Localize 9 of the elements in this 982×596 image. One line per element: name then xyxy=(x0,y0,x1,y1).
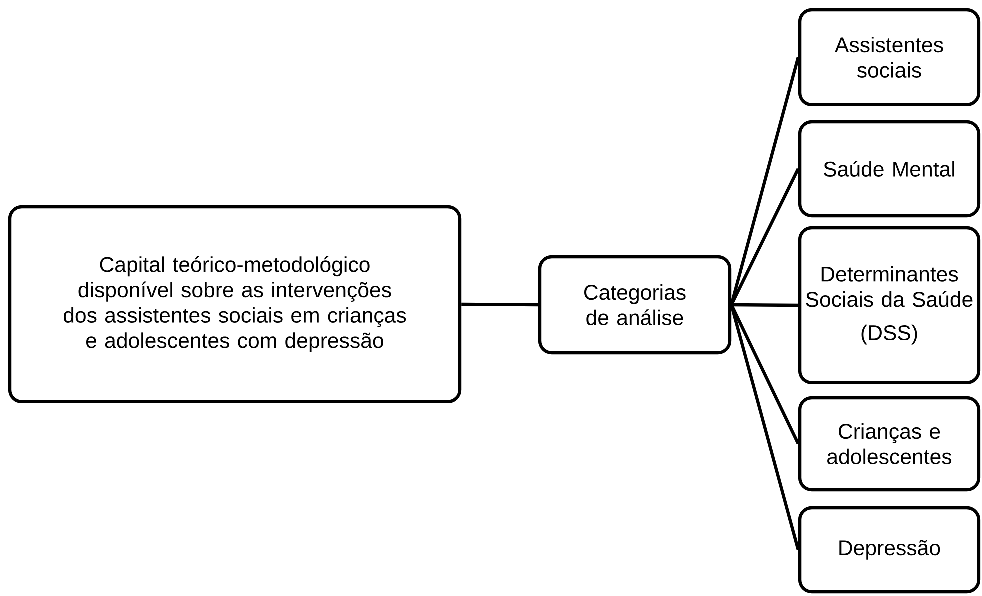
category-box: Saúde Mental xyxy=(798,120,981,218)
category-box: Crianças e adolescentes xyxy=(798,396,981,492)
category-box: Determinantes Sociais da Saúde (DSS) xyxy=(798,226,981,385)
topic-box: Capital teórico-metodológico disponível sobre as intervenções dos assistentes sociais em crianças e adolescentes com depressão xyxy=(8,205,462,404)
connector-line xyxy=(732,303,798,308)
connector-line xyxy=(462,302,538,307)
category-hub-box: Categorias de análise xyxy=(538,255,732,355)
category-box: Assistentes sociais xyxy=(798,8,981,107)
category-box: Depressão xyxy=(798,506,981,594)
